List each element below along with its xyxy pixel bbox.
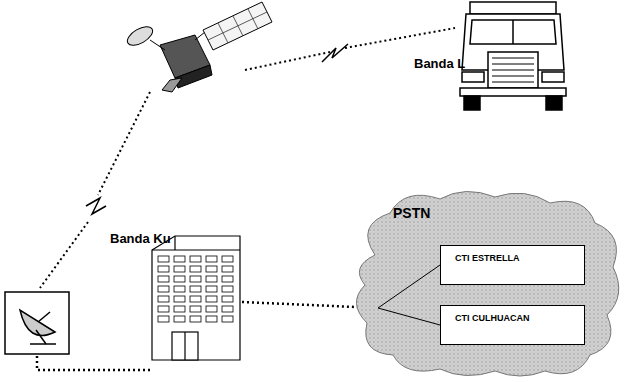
- box-label: CTI ESTRELLA: [441, 246, 533, 263]
- cti-box: CTI ESTRELLA: [440, 245, 585, 285]
- network-name: PSTN: [393, 205, 430, 221]
- band-label: Banda L: [414, 56, 465, 71]
- radio-link: [40, 92, 150, 288]
- lightning-symbol: [86, 198, 106, 214]
- satellite: [124, 2, 272, 92]
- building-windows: [158, 256, 233, 322]
- network-cloud: PSTN CTI ESTRELLA CTI CULHUACAN: [345, 185, 627, 381]
- lightning-symbol: [322, 44, 348, 62]
- building: [152, 236, 240, 360]
- band-label: Banda Ku: [110, 231, 171, 246]
- box-label: CTI CULHUACAN: [441, 306, 533, 323]
- wire: [37, 356, 150, 370]
- truck: [460, 2, 566, 110]
- dish-station: [5, 292, 69, 354]
- cti-box: CTI CULHUACAN: [440, 305, 585, 345]
